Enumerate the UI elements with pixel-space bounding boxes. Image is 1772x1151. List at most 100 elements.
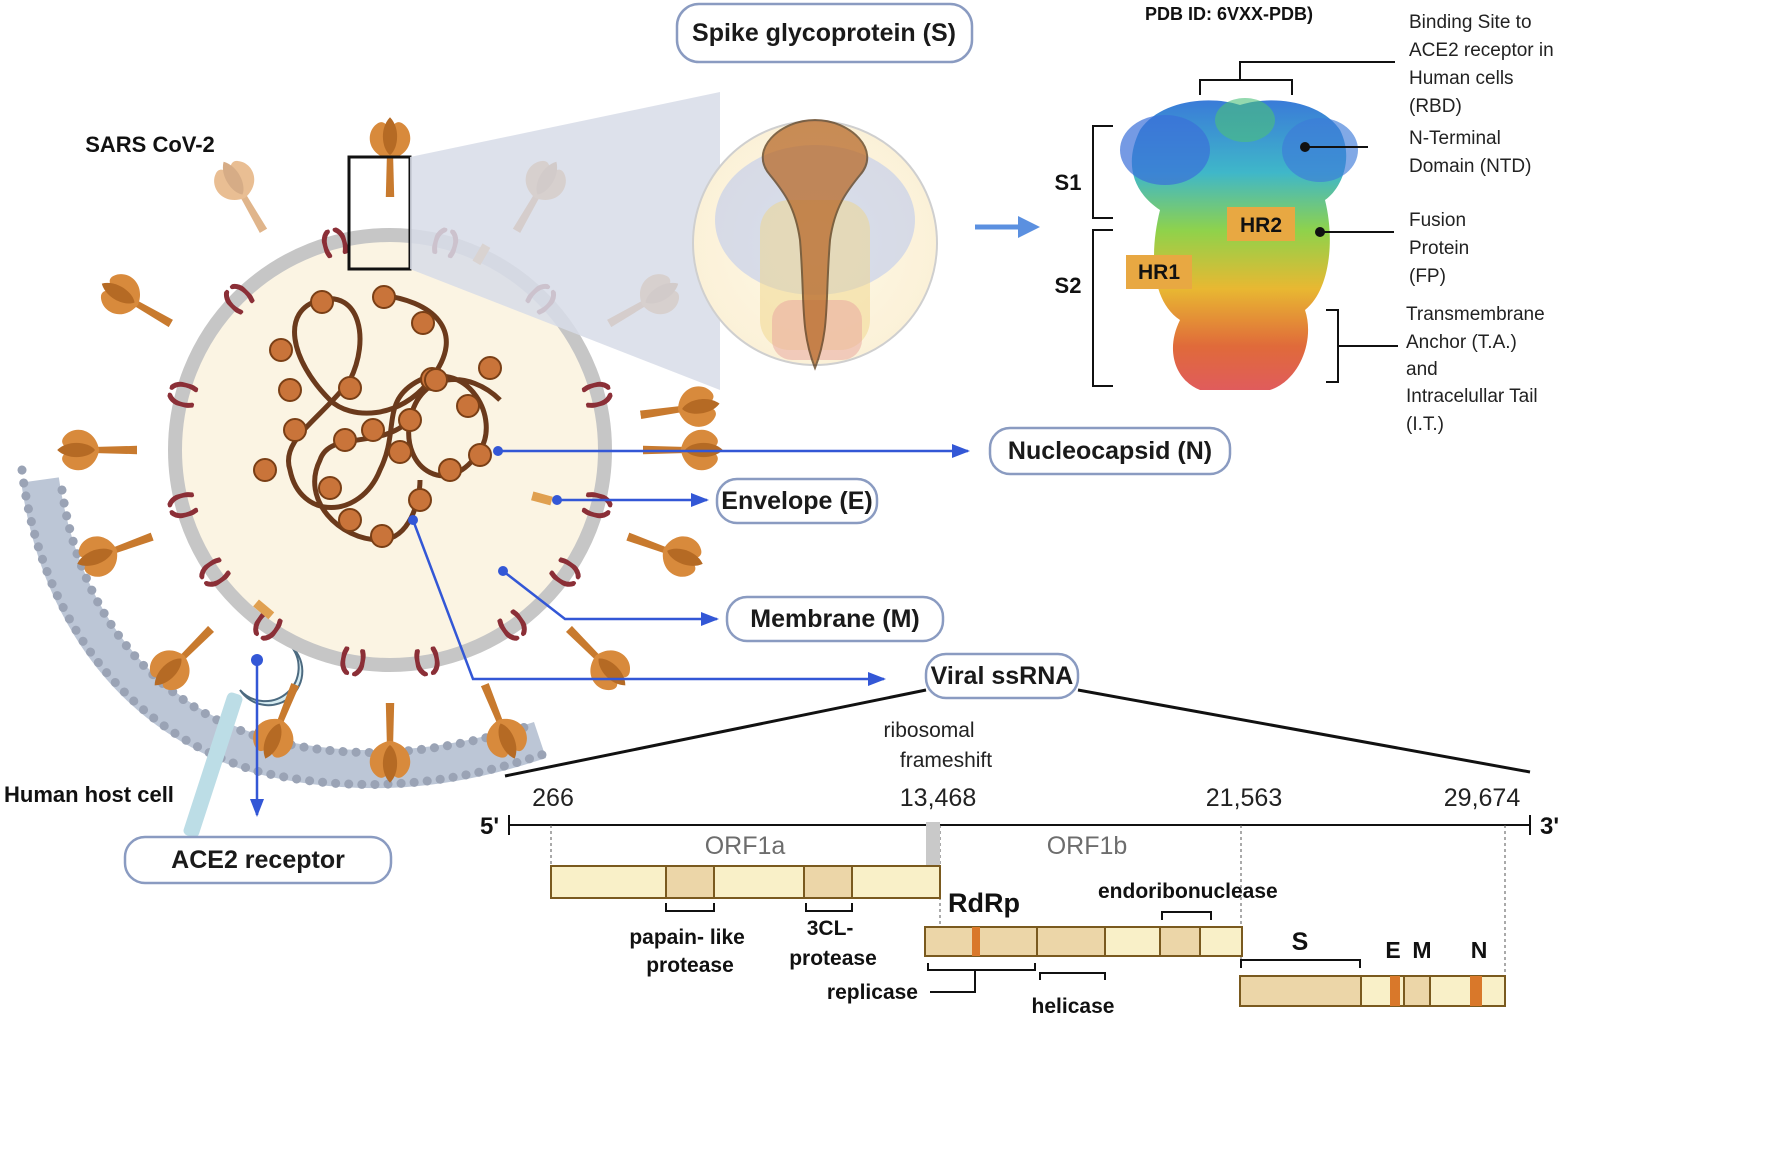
rbd-line-3: Human cells (1409, 68, 1514, 89)
papain-line-1: papain- like (629, 926, 745, 949)
hr1-text: HR1 (1138, 261, 1180, 284)
nucleocapsid-beads (253, 285, 502, 548)
ta-line-4: Intracelullar Tail (1406, 386, 1538, 407)
svg-text:Transmembrane Anchor (T.: Transmembrane Anchor (T.A.) and Intracel… (1406, 304, 1550, 435)
s-gene-label: S (1292, 928, 1309, 956)
nucleocapsid-bead (372, 285, 396, 309)
hr1-label: HR1 (1126, 255, 1192, 289)
nucleocapsid-bead (278, 378, 302, 402)
endoribonuclease-label: endoribonuclease (1098, 880, 1278, 903)
genome-axis: 5' 3' 266 13,468 21,563 29,674 (480, 784, 1559, 976)
ntd-annotation: N-Terminal Domain (NTD) (1300, 128, 1531, 177)
nucleocapsid-bead (253, 458, 277, 482)
papain-line-2: protease (646, 954, 734, 977)
spike-label: Spike glycoprotein (S) (675, 2, 974, 64)
e-gene-label: E (1385, 937, 1400, 963)
nucleocapsid-label: Nucleocapsid (N) (493, 426, 1232, 476)
ta-line-2: Anchor (T.A.) (1406, 332, 1517, 353)
ace2-label: ACE2 receptor (123, 654, 393, 885)
nucleocapsid-bead (456, 394, 480, 418)
hr2-label: HR2 (1227, 207, 1295, 241)
fp-line-1: Fusion (1409, 210, 1466, 231)
s1-text: S1 (1055, 170, 1082, 195)
nucleocapsid-bead (438, 458, 462, 482)
nucleocapsid-bead (310, 290, 334, 314)
orf1b-label: ORF1b (1047, 832, 1128, 860)
nucleocapsid-bead (338, 376, 362, 400)
3cl-protease: 3CL- protease (789, 903, 877, 970)
papain-protease: papain- like protease (629, 903, 750, 977)
3cl-line-1: 3CL- (807, 917, 854, 940)
nucleocapsid-bead (361, 418, 385, 442)
endoribonuclease-bracket (1161, 911, 1212, 920)
fp-annotation: Fusion Protein (FP) (1315, 210, 1469, 287)
rbd-line-4: (RBD) (1409, 96, 1462, 117)
nucleocapsid-bead (269, 338, 293, 362)
helicase-bracket: helicase (1032, 972, 1115, 1018)
position-21563: 21,563 (1206, 784, 1282, 812)
nucleocapsid-bead (338, 508, 362, 532)
nucleocapsid-bead (370, 524, 394, 548)
five-prime: 5' (480, 813, 499, 840)
spike-protein (637, 383, 723, 435)
nucleocapsid-bead (388, 440, 412, 464)
replicase-label: replicase (827, 981, 918, 1004)
frameshift-line-1: ribosomal (884, 719, 975, 742)
virus-title: SARS CoV-2 (85, 132, 215, 157)
helicase-label: helicase (1032, 995, 1115, 1018)
orf1a-label: ORF1a (705, 832, 786, 860)
ssrna-expand-line-right (1077, 688, 1531, 774)
nucleocapsid-bead (408, 488, 432, 512)
nucleocapsid-bead (318, 476, 342, 500)
pdb-label: PDB ID: 6VXX-PDB) (1145, 4, 1313, 24)
nucleocapsid-bead (283, 418, 307, 442)
m-gene-label: M (1412, 937, 1431, 963)
rbd-annotation: Binding Site to ACE2 receptor in Human c… (1199, 12, 1554, 117)
svg-text:ribosomal frameshift: ribosomal frameshift (884, 719, 993, 772)
spike-protein (620, 517, 710, 583)
rbd-line-2: ACE2 receptor in (1409, 40, 1554, 61)
hr2-text: HR2 (1240, 214, 1282, 237)
svg-text:papain- like protease: papain- like protease (629, 926, 750, 977)
spike-protein (91, 266, 182, 342)
s1-bracket: S1 (1055, 125, 1113, 219)
zoom-arrow-head (1018, 216, 1040, 238)
ta-line-3: and (1406, 359, 1438, 380)
n-gene-label: N (1471, 937, 1488, 963)
s2-text: S2 (1055, 273, 1082, 298)
spike-zoom-circle (692, 118, 938, 371)
position-29674: 29,674 (1444, 784, 1521, 812)
3cl-line-2: protease (789, 947, 877, 970)
nucleocapsid-bead (398, 408, 422, 432)
membrane-label-text: Membrane (M) (750, 605, 919, 633)
nucleocapsid-bead (424, 368, 448, 392)
zoom-cone (410, 92, 720, 390)
s2-bracket: S2 (1055, 229, 1113, 387)
ntd-line-1: N-Terminal (1409, 128, 1501, 149)
ta-line-5: (I.T.) (1406, 414, 1444, 435)
spike-protein (206, 151, 282, 242)
nucleocapsid-bead (478, 356, 502, 380)
ta-line-1: Transmembrane (1406, 304, 1545, 325)
nucleocapsid-bead (468, 443, 492, 467)
envelope-label-text: Envelope (E) (721, 487, 872, 515)
s-gene-bracket (1240, 959, 1361, 968)
three-prime: 3' (1540, 813, 1559, 840)
ssrna-label: Viral ssRNA (408, 515, 1080, 700)
position-13468: 13,468 (900, 784, 976, 812)
spike-protein (57, 429, 137, 471)
rdrp-label: RdRp (948, 888, 1020, 918)
replicase-bracket: replicase (827, 963, 1036, 1004)
ssrna-label-text: Viral ssRNA (931, 662, 1074, 690)
nucleocapsid-bead (333, 428, 357, 452)
spike-structure (1120, 98, 1358, 390)
spike-protein (369, 703, 411, 783)
spike-label-text: Spike glycoprotein (S) (692, 19, 956, 47)
fp-line-3: (FP) (1409, 266, 1446, 287)
host-cell-label: Human host cell (4, 782, 174, 807)
fp-line-2: Protein (1409, 238, 1469, 259)
ssrna-expand-line-left (504, 688, 927, 778)
nucleocapsid-bead (411, 311, 435, 335)
svg-text:N-Terminal Domain (NTD): N-Terminal Domain (NTD) (1409, 128, 1531, 177)
